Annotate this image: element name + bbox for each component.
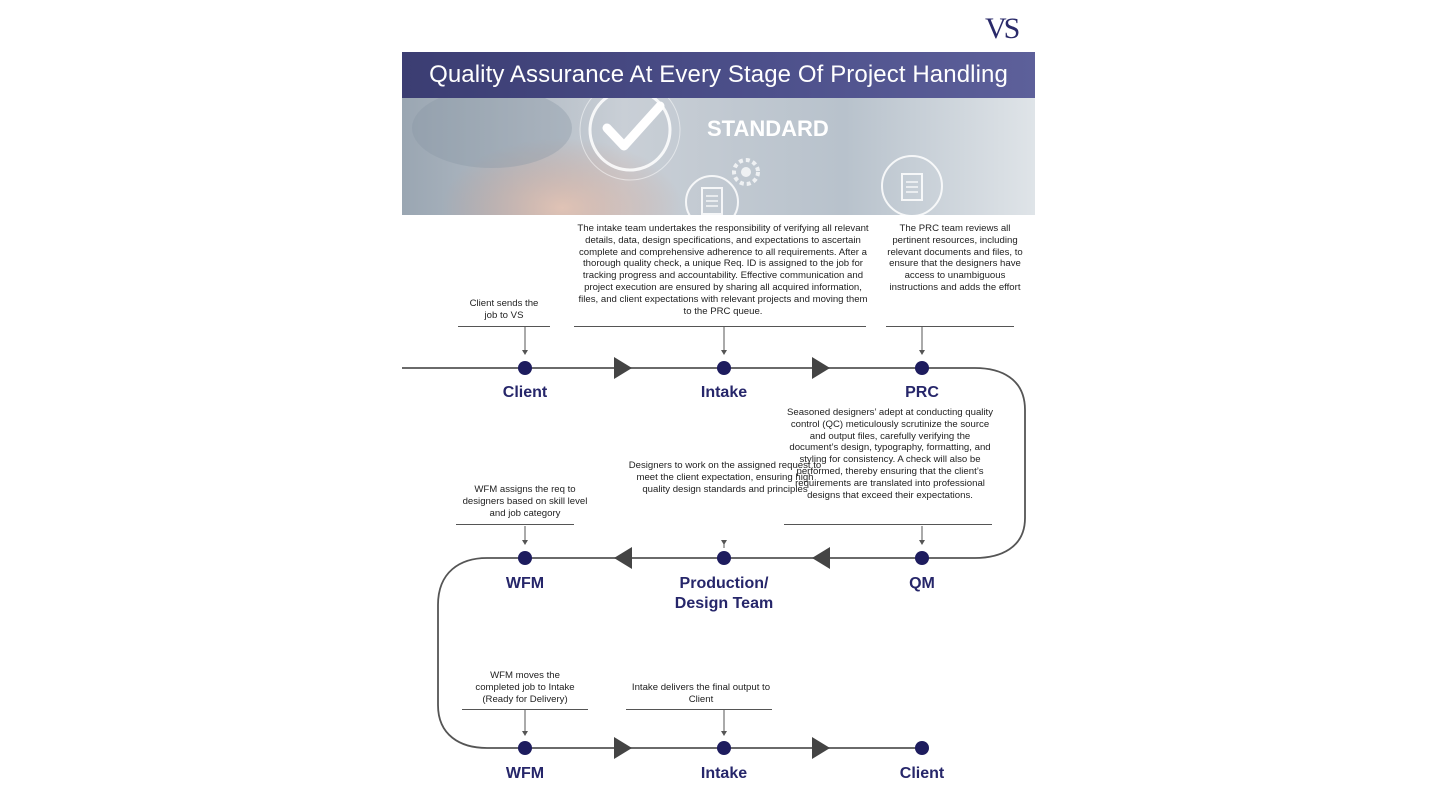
label-qm: QM xyxy=(909,575,935,592)
banner-image: STANDARD xyxy=(402,98,1035,215)
node-production xyxy=(717,551,731,565)
arrow-row2-a xyxy=(812,547,830,569)
label-prc: PRC xyxy=(905,384,939,401)
node-wfm-2 xyxy=(518,741,532,755)
label-client: Client xyxy=(502,384,548,401)
page-title: Quality Assurance At Every Stage Of Proj… xyxy=(402,52,1035,98)
desc-qm: Seasoned designers’ adept at conducting … xyxy=(786,407,994,501)
desc-underline xyxy=(574,326,866,327)
node-client xyxy=(518,361,532,375)
node-intake-2 xyxy=(717,741,731,755)
label-wfm-2: WFM xyxy=(505,765,545,782)
right-connector xyxy=(922,367,1026,559)
node-client-2 xyxy=(915,741,929,755)
vs-logo: VS xyxy=(984,10,1024,45)
label-intake: Intake xyxy=(700,384,748,401)
checkmark-icon xyxy=(579,98,681,181)
node-intake xyxy=(717,361,731,375)
desc-wfm: WFM assigns the req to designers based o… xyxy=(462,484,588,519)
label-client-2: Client xyxy=(899,765,945,782)
arrow-row3-a xyxy=(614,737,632,759)
desc-underline xyxy=(462,709,588,710)
desc-underline xyxy=(626,709,772,710)
flow-arrows xyxy=(614,357,830,759)
document-icon xyxy=(685,175,739,215)
node-qm xyxy=(915,551,929,565)
node-wfm xyxy=(518,551,532,565)
desc-client: Client sends the job to VS xyxy=(469,298,539,321)
desc-intake: The intake team undertakes the responsib… xyxy=(577,223,869,317)
left-connector xyxy=(437,557,525,749)
banner-badge: STANDARD xyxy=(707,116,829,141)
arrow-row1-b xyxy=(812,357,830,379)
node-prc xyxy=(915,361,929,375)
label-intake-2: Intake xyxy=(700,765,748,782)
desc-production: Designers to work on the assigned reques… xyxy=(628,460,822,495)
vs-logo-text: VS xyxy=(985,12,1019,44)
label-production: Production/ Design Team xyxy=(674,575,774,612)
desc-underline xyxy=(458,326,550,327)
desc-intake-2: Intake delivers the final output to Clie… xyxy=(631,682,771,705)
arrow-row1-a xyxy=(614,357,632,379)
flow-nodes xyxy=(518,361,929,755)
clipboard-icon xyxy=(881,155,943,215)
vs-logo-mark: VS xyxy=(985,12,1022,45)
label-wfm: WFM xyxy=(505,575,545,592)
pointer-heads xyxy=(522,350,925,736)
desc-prc: The PRC team reviews all pertinent resou… xyxy=(887,223,1023,293)
arrow-row2-b xyxy=(614,547,632,569)
gear-icon xyxy=(732,158,760,186)
desc-underline xyxy=(456,524,574,525)
desc-underline xyxy=(784,524,992,525)
arrow-row3-b xyxy=(812,737,830,759)
desc-wfm-2: WFM moves the completed job to Intake (R… xyxy=(475,670,575,705)
desc-underline xyxy=(886,326,1014,327)
